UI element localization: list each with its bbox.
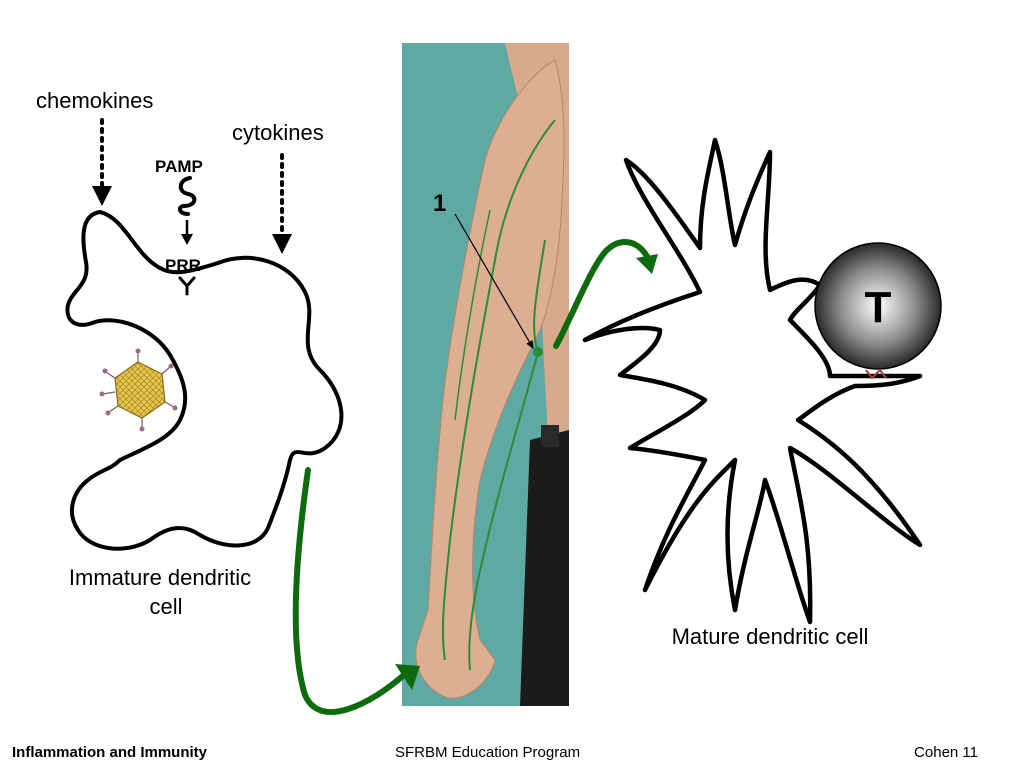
migration-arrow-to-lymph-head — [395, 664, 420, 690]
prr-label: PRR — [165, 256, 201, 275]
footer-course-title: Inflammation and Immunity — [12, 744, 208, 761]
footer-program: SFRBM Education Program — [395, 744, 581, 761]
lymph-vessel — [454, 209, 491, 421]
immune-synapse — [865, 368, 887, 380]
cytokines-label: cytokines — [232, 120, 324, 145]
t-cell-label: T — [865, 283, 892, 332]
lymph-node-pointer — [454, 213, 534, 350]
immature-cell-label-line2: cell — [149, 594, 182, 619]
immature-dendritic-cell-outline — [65, 210, 344, 551]
virus-particle — [99, 348, 178, 432]
prr-receptor-icon — [178, 276, 196, 296]
belt-buckle — [541, 425, 559, 447]
chemokines-arrowhead — [92, 186, 112, 206]
pamp-molecule-icon — [177, 176, 197, 216]
t-cell — [814, 242, 942, 370]
pamp-label: PAMP — [155, 157, 203, 176]
lymph-vessel — [441, 119, 556, 661]
lymph-node-marker: 1 — [433, 190, 446, 217]
mature-cell-label: Mature dendritic cell — [672, 624, 869, 649]
pamp-to-prr-arrowhead — [181, 234, 193, 245]
footer-page-number: Cohen 11 — [914, 744, 978, 761]
cytokines-arrowhead — [272, 234, 292, 254]
lymph-vessel — [468, 351, 539, 671]
mature-dendritic-cell-outline — [582, 137, 923, 625]
maturation-arrow — [553, 239, 651, 349]
immature-cell-label-line1: Immature dendritic — [69, 565, 251, 590]
migration-arrow-to-lymph — [292, 467, 408, 715]
arm — [415, 59, 565, 699]
lymph-vessel — [533, 239, 546, 353]
trousers — [520, 430, 569, 706]
lymph-node — [533, 347, 543, 357]
maturation-arrow-head — [636, 254, 658, 274]
arm-photo — [402, 43, 569, 706]
chemokines-label: chemokines — [36, 88, 153, 113]
